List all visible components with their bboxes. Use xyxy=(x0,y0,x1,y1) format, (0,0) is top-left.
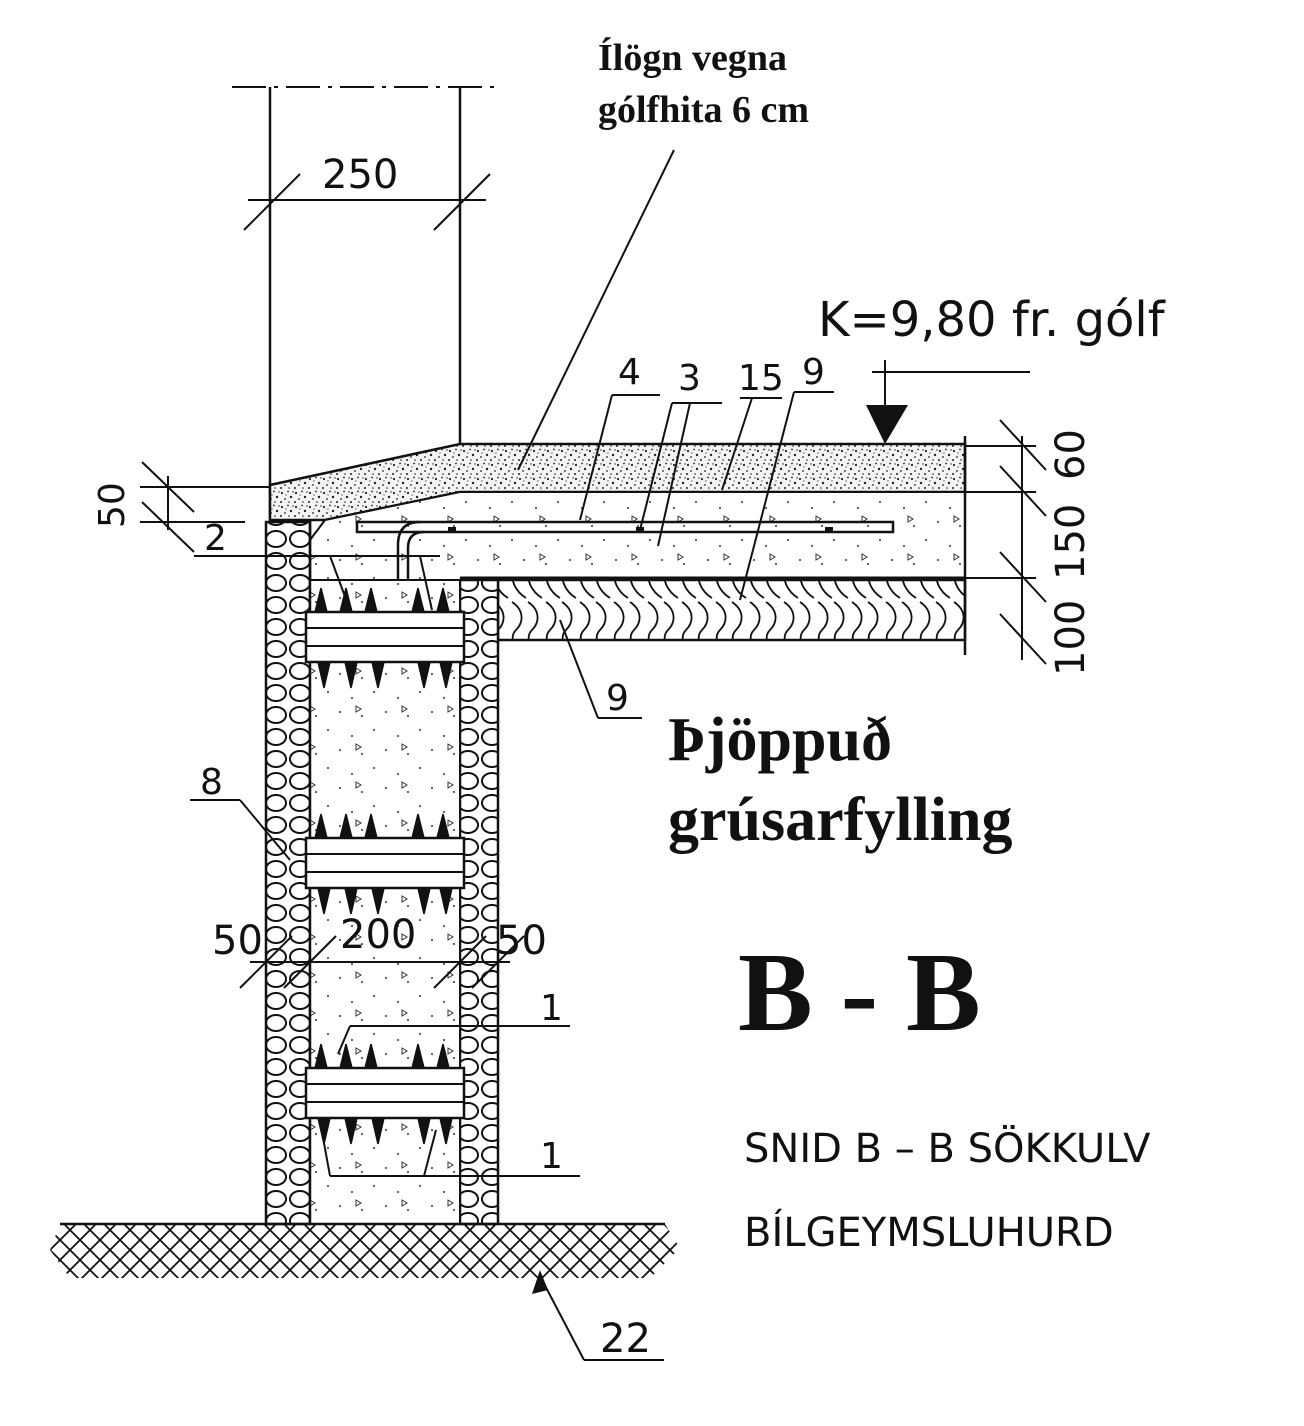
callout-22: 22 xyxy=(600,1316,651,1362)
callout-9-bottom: 9 xyxy=(606,678,629,719)
callouts: Ílögn vegna gólfhita 6 cm K=9,80 fr. gól… xyxy=(92,37,1166,1362)
ground xyxy=(50,1222,680,1278)
wall-tie-bottom xyxy=(304,1043,466,1145)
dim-wall-width: 250 xyxy=(322,152,398,198)
level-label: K=9,80 fr. gólf xyxy=(818,292,1166,348)
note-screed-line1: Ílögn vegna xyxy=(598,37,787,79)
callout-1-lower: 1 xyxy=(540,1136,563,1177)
dim-wall-core: 200 xyxy=(340,912,416,958)
foundation-wall xyxy=(264,520,500,1226)
top-dimension-group: 250 xyxy=(232,86,494,520)
section-caption-line1: SNID B – B SÖKKULV xyxy=(744,1124,1151,1172)
callout-9-top: 9 xyxy=(802,352,825,393)
dim-screed: 60 xyxy=(1048,429,1094,480)
section-title: B - B xyxy=(738,931,981,1055)
callout-2: 2 xyxy=(204,518,227,559)
callout-4: 4 xyxy=(618,352,641,393)
callout-8: 8 xyxy=(200,762,223,803)
callout-15: 15 xyxy=(738,358,784,399)
note-fill-line1: Þjöppuð xyxy=(668,706,892,774)
note-screed-line2: gólfhita 6 cm xyxy=(598,89,809,131)
wall-tie-top xyxy=(304,587,466,689)
wall-tie-middle xyxy=(304,813,466,915)
dim-slab: 150 xyxy=(1048,504,1094,580)
dim-wall-right: 50 xyxy=(496,918,547,964)
dim-step: 50 xyxy=(92,482,133,528)
callout-3: 3 xyxy=(678,358,701,399)
arrow-up-icon xyxy=(532,1270,548,1294)
level-triangle-icon xyxy=(866,405,908,444)
note-fill-line2: grúsarfylling xyxy=(668,786,1012,854)
dim-insulation: 100 xyxy=(1048,600,1094,676)
callout-1-upper: 1 xyxy=(540,988,563,1029)
dim-wall-left: 50 xyxy=(212,918,263,964)
section-title-block: B - B SNID B – B SÖKKULV BÍLGEYMSLUHURD xyxy=(738,931,1151,1256)
insulation-layer xyxy=(496,578,967,642)
section-caption-line2: BÍLGEYMSLUHURD xyxy=(744,1208,1114,1256)
